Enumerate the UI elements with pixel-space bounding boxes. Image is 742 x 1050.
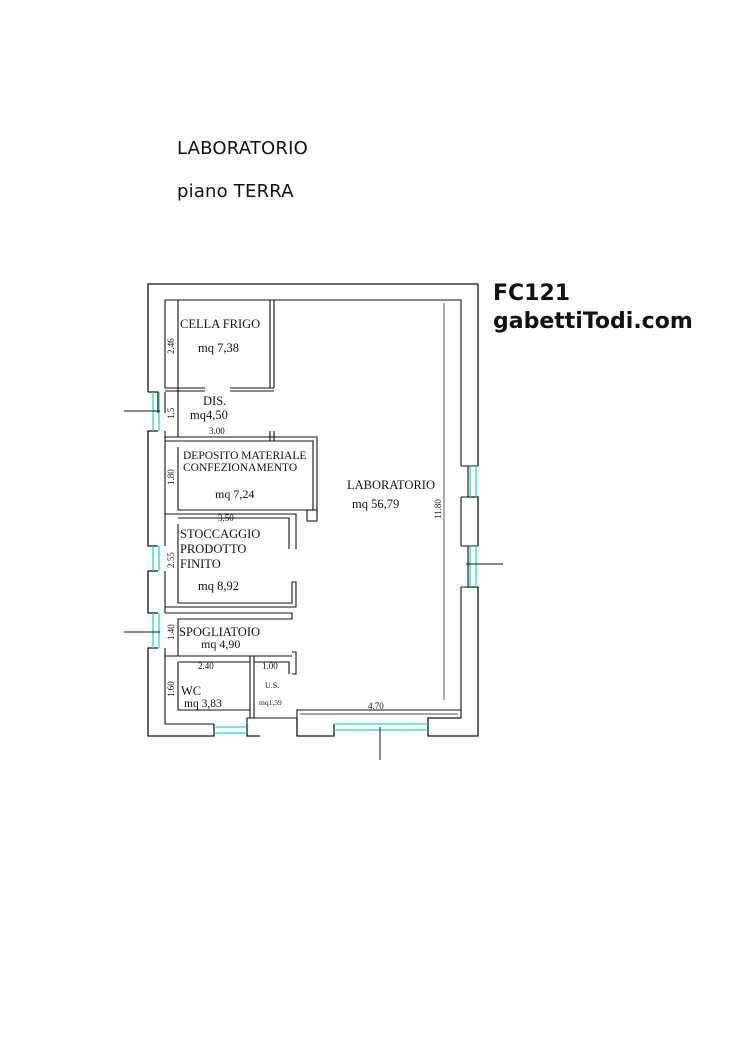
label-spogliatoio: SPOGLIATOIO xyxy=(179,625,260,639)
wc-inner xyxy=(177,662,250,711)
stoccaggio-top xyxy=(165,513,297,549)
dim-cella-height: 2.46 xyxy=(166,338,176,354)
outer-wall-left-jog-2 xyxy=(147,430,158,547)
area-deposito: mq 7,24 xyxy=(215,487,254,501)
label-laboratorio: LABORATORIO xyxy=(347,478,435,492)
us-top xyxy=(254,661,290,674)
brand-block: FC121 gabettiTodi.com xyxy=(493,280,693,336)
listing-code: FC121 xyxy=(493,281,571,306)
stoccaggio-top-inner xyxy=(178,517,290,549)
label-stoccaggio-1: STOCCAGGIO xyxy=(180,527,260,541)
right-jamb-2 xyxy=(461,466,469,498)
area-cella-frigo: mq 7,38 xyxy=(198,341,239,355)
lab-bottom-inner xyxy=(296,709,461,718)
dim-spogliatoio-height: 1.40 xyxy=(166,624,176,640)
spogliatoio-box xyxy=(165,612,293,656)
outer-wall-outer-line-right-mid xyxy=(468,496,479,546)
stoccaggio-box xyxy=(165,524,297,608)
label-stoccaggio-2: PRODOTTO xyxy=(180,542,246,556)
area-us: mq1,59 xyxy=(259,698,282,707)
dim-stoccaggio-width: 3.50 xyxy=(218,513,234,523)
dimension-lines xyxy=(300,303,458,715)
outer-wall-inner-left-5 xyxy=(164,648,214,725)
column xyxy=(306,509,318,522)
outer-wall-bottom-left-2 xyxy=(246,724,260,737)
dim-dis-height: 1.5 xyxy=(166,407,176,419)
label-dis: DIS. xyxy=(203,394,226,408)
dim-lab-height-label: 11.80 xyxy=(433,499,443,519)
area-stoccaggio: mq 8,92 xyxy=(198,579,239,593)
dim-stoccaggio-height: 2.55 xyxy=(166,552,176,568)
outer-wall-inner-bottom xyxy=(246,717,297,724)
area-laboratorio: mq 56,79 xyxy=(352,497,399,511)
label-us: U.S. xyxy=(265,681,279,690)
plan-title: LABORATORIO xyxy=(177,138,308,159)
dim-lab-bottom-label: 4.70 xyxy=(368,701,384,711)
dim-wc-height: 1.60 xyxy=(166,681,176,697)
plan-subtitle: piano TERRA xyxy=(177,181,294,202)
outer-wall-outer-line xyxy=(147,283,479,466)
outer-wall-bottom-left xyxy=(147,652,215,737)
outer-wall-bottom-mid xyxy=(296,718,335,737)
dim-wc-width: 2.40 xyxy=(198,661,214,671)
label-cella-frigo: CELLA FRIGO xyxy=(180,317,260,331)
dim-us-width: 1.00 xyxy=(262,661,278,671)
area-dis: mq4,50 xyxy=(190,408,228,422)
dim-deposito-height: 1.80 xyxy=(166,469,176,485)
outer-wall-left-jog-3 xyxy=(147,570,158,614)
section-lines xyxy=(124,410,503,760)
label-stoccaggio-3: FINITO xyxy=(180,557,221,571)
label-wc: WC xyxy=(181,684,201,698)
outer-wall-left-jog-4 xyxy=(147,647,158,652)
right-jamb-4 xyxy=(461,546,469,588)
us-door-right xyxy=(292,651,297,675)
area-wc: mq 3,83 xyxy=(184,698,222,710)
dim-dis-width: 3.00 xyxy=(209,426,225,436)
label-deposito-1: DEPOSITO MATERIALE xyxy=(183,450,306,462)
area-spogliatoio: mq 4,90 xyxy=(201,637,240,651)
deposito-top xyxy=(165,436,318,514)
agency-site: gabettiTodi.com xyxy=(493,309,693,334)
label-deposito-2: CONFEZIONAMENTO xyxy=(183,462,297,474)
outer-wall-left-jog-1 xyxy=(148,391,159,413)
outer-wall-inner-line-left xyxy=(164,299,462,466)
interior-walls xyxy=(165,300,461,718)
